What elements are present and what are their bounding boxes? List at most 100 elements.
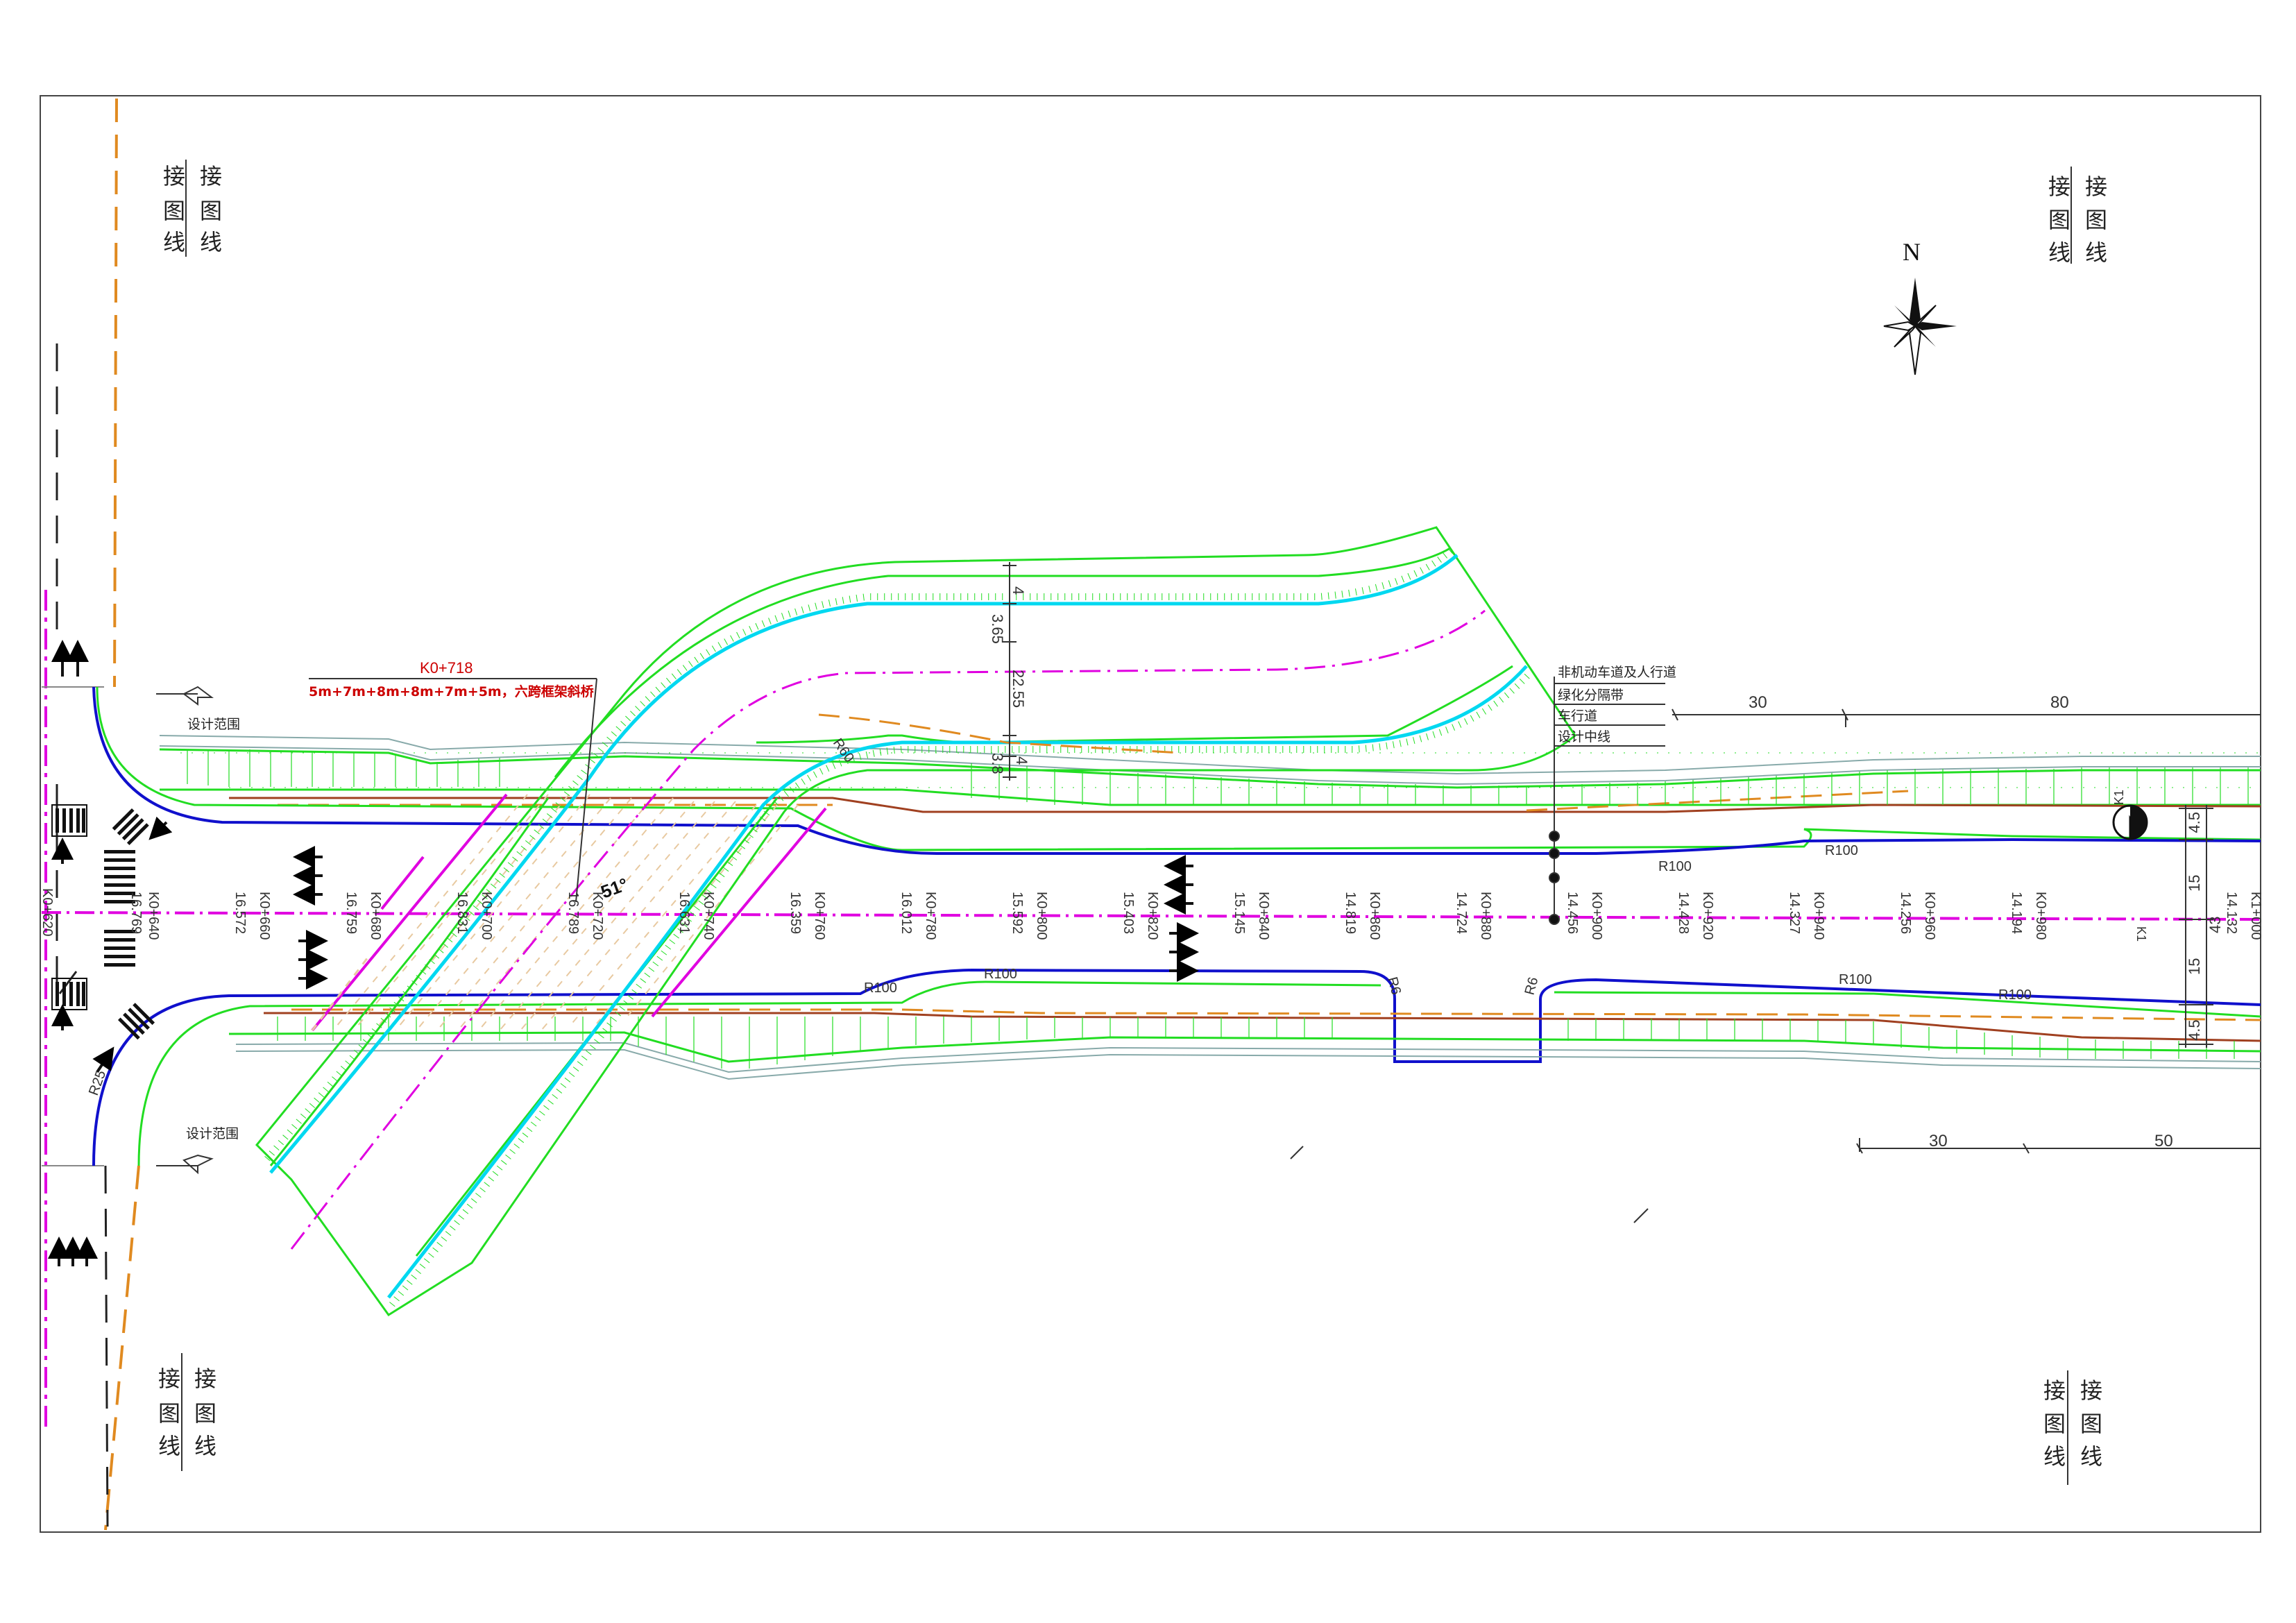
- match-char: 线: [2085, 239, 2107, 266]
- radius-r100: R100: [984, 967, 1017, 982]
- bridge-deck-hatch: [332, 794, 799, 1031]
- bridge-spec: 5m+7m+8m+8m+7m+5m，六跨框架斜桥: [309, 683, 595, 699]
- station-label: K0+800: [1034, 892, 1049, 940]
- right-dim-labels: 4.5 15 15 4.5 43: [2186, 812, 2224, 1041]
- radius-r6: R6: [1384, 976, 1404, 996]
- match-char: 线: [2080, 1443, 2102, 1470]
- station-elev: 16.631: [677, 892, 692, 934]
- radius-r100: R100: [1839, 972, 1872, 987]
- dim-label: 4: [1013, 756, 1030, 765]
- station-elev: 16.572: [232, 892, 248, 934]
- legend-item: 车行道: [1558, 708, 1597, 724]
- legend-item: 绿化分隔带: [1558, 688, 1624, 703]
- match-char: 图: [2043, 1411, 2066, 1437]
- station-elev: 16.831: [454, 892, 470, 934]
- station-elev: 15.592: [1010, 892, 1025, 934]
- design-centerline: [41, 911, 2261, 921]
- side-road-dim-labels: 4 3.65 22.55 3.8 4: [989, 586, 1030, 774]
- station-labels: K0+620 K0+640 16.769 K0+660 16.572 K0+68…: [40, 888, 2263, 940]
- match-char: 线: [194, 1433, 216, 1459]
- lane-arrows: [48, 640, 1199, 1266]
- dim-label: 4.5: [2186, 1019, 2203, 1041]
- right-dimension: [2179, 805, 2213, 1048]
- match-char: 线: [2048, 239, 2070, 266]
- station-label: K0+780: [923, 892, 938, 940]
- match-char: 接: [163, 163, 185, 189]
- station-elev: 14.256: [1898, 892, 1913, 934]
- station-label: K0+940: [1811, 892, 1826, 940]
- station-label: K0+820: [1145, 892, 1160, 940]
- dim-label: 80: [2050, 693, 2069, 712]
- intersection-markings: [51, 804, 155, 1040]
- legend-item: 设计中线: [1558, 729, 1610, 745]
- match-char: 线: [158, 1433, 180, 1459]
- match-char: 图: [2085, 207, 2107, 233]
- station-label: K0+620: [40, 888, 55, 937]
- station-label: K0+700: [479, 892, 494, 940]
- station-label: K0+920: [1700, 892, 1715, 940]
- side-road: [255, 526, 1576, 1317]
- match-line-bottom-right: 接 图 线 接 图 线: [2043, 1377, 2102, 1470]
- match-char: 图: [2048, 207, 2070, 233]
- match-char: 图: [200, 198, 222, 224]
- k1-label: K1: [2112, 790, 2126, 805]
- station-label: K0+640: [146, 892, 161, 940]
- station-label: K0+960: [1922, 892, 1937, 940]
- dim-label: 4: [1010, 586, 1027, 595]
- station-elev: 16.759: [343, 892, 359, 934]
- k1-labels: K1 K1: [2112, 790, 2148, 942]
- match-char: 接: [2043, 1377, 2066, 1404]
- bridge-skew-lines: [311, 793, 827, 1032]
- side-road-dimension: [1003, 562, 1017, 781]
- station-label: K0+680: [368, 892, 383, 940]
- bottom-dim-labels: 30 50: [1929, 1132, 2173, 1150]
- match-char: 线: [200, 229, 222, 255]
- station-label: K0+900: [1589, 892, 1604, 940]
- dim-label: 43: [2206, 917, 2224, 933]
- match-char: 线: [163, 229, 185, 255]
- north-label: N: [1903, 238, 1921, 266]
- station-elev: 14.724: [1454, 892, 1469, 934]
- station-elev: 15.403: [1121, 892, 1136, 934]
- north-arrow-icon: [1883, 278, 1957, 375]
- bridge-callout-leader: [309, 678, 597, 903]
- radius-r25: R25: [86, 1069, 109, 1098]
- station-elev: 15.145: [1232, 892, 1247, 934]
- match-char: 接: [2080, 1377, 2102, 1404]
- dim-label: 3.65: [989, 614, 1006, 644]
- legend-leaders: [1549, 677, 1665, 925]
- station-elev: 14.327: [1787, 892, 1802, 934]
- bottom-dimension: [1856, 1138, 2261, 1154]
- station-elev: 16.359: [788, 892, 803, 934]
- match-char: 图: [163, 198, 185, 224]
- north-verge-hatch: [187, 749, 2249, 805]
- design-range-markers: [156, 686, 214, 1175]
- main-road-north-edge: [92, 686, 2261, 855]
- match-char: 图: [194, 1400, 216, 1427]
- match-char: 接: [200, 163, 222, 189]
- match-line-top-right: 接 图 线 接 图 线: [2048, 173, 2107, 266]
- radius-r6: R6: [1522, 976, 1542, 996]
- station-elev: 14.456: [1565, 892, 1580, 934]
- match-char: 接: [194, 1366, 216, 1392]
- match-char: 接: [2048, 173, 2070, 200]
- dim-label: 4.5: [2186, 812, 2203, 833]
- match-line-top-left: 接 图 线 接 图 线: [163, 163, 222, 255]
- match-line-separators: [181, 160, 2072, 1485]
- top-dimension: [1672, 708, 2261, 727]
- match-char: 图: [2080, 1411, 2102, 1437]
- legend-item: 非机动车道及人行道: [1558, 665, 1676, 680]
- station-elev: 16.789: [566, 892, 581, 934]
- station-label: K0+660: [257, 892, 272, 940]
- dim-label: 30: [1749, 693, 1767, 712]
- dim-label: 50: [2154, 1132, 2173, 1150]
- station-elev: 14.132: [2224, 892, 2239, 934]
- match-char: 线: [2043, 1443, 2066, 1470]
- match-char: 接: [2085, 173, 2107, 200]
- station-label: K0+880: [1478, 892, 1493, 940]
- match-char: 图: [158, 1400, 180, 1427]
- station-elev: 14.428: [1676, 892, 1691, 934]
- station-label: K0+720: [590, 892, 605, 940]
- station-label: K0+840: [1256, 892, 1271, 940]
